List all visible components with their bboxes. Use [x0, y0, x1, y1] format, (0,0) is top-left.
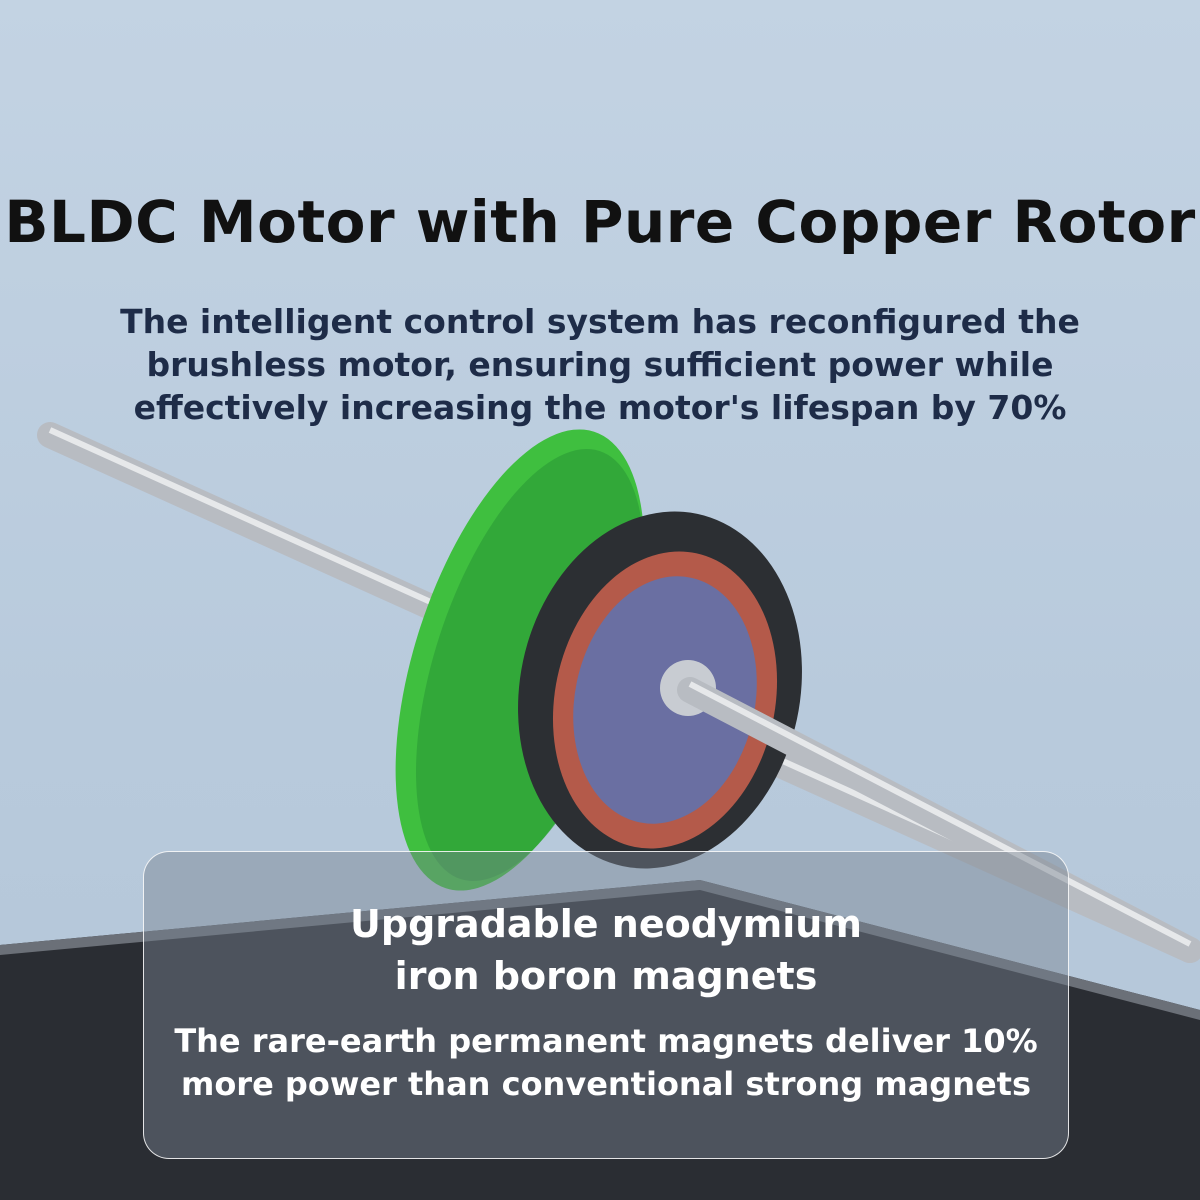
feature-heading-line2: iron boron magnets	[394, 954, 818, 998]
page-subtitle: The intelligent control system has recon…	[120, 302, 1080, 427]
feature-heading-line1: Upgradable neodymium	[350, 902, 862, 946]
page-title: BLDC Motor with Pure Copper Rotor	[4, 188, 1196, 256]
feature-description: The rare-earth permanent magnets deliver…	[174, 1022, 1038, 1103]
feature-card: Upgradable neodymium iron boron magnets T…	[143, 851, 1069, 1159]
dark-platform	[0, 880, 1200, 1200]
feature-heading: Upgradable neodymium iron boron magnets	[144, 898, 1068, 1002]
